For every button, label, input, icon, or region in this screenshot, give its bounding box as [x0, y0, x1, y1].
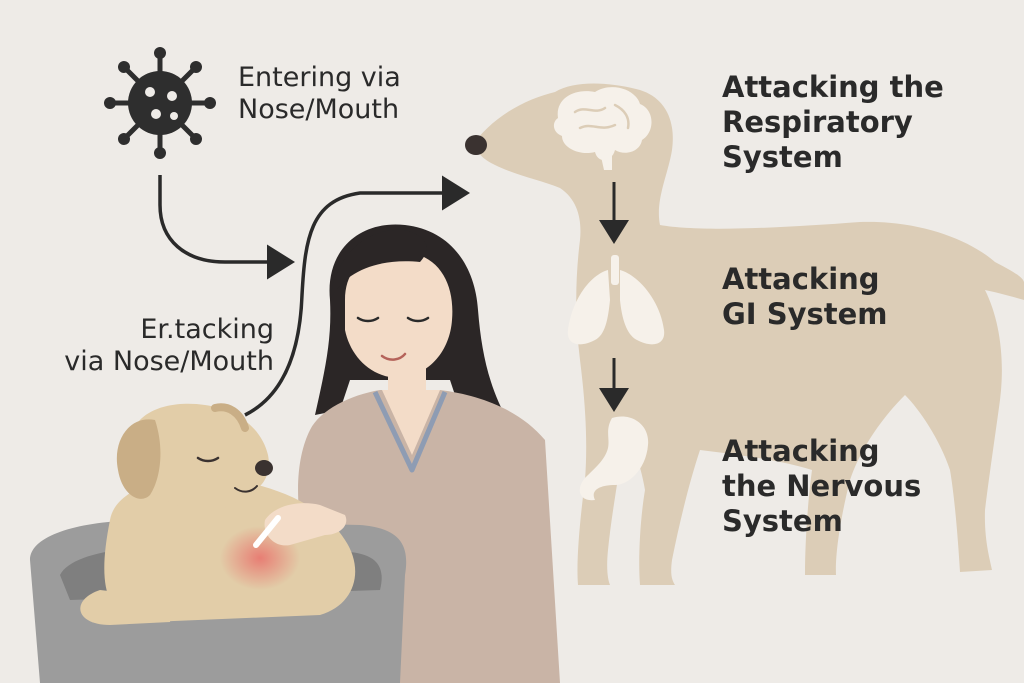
virus-icon — [104, 47, 216, 159]
stomach-icon — [579, 416, 649, 501]
label-line: Respiratory — [722, 104, 913, 139]
label-line: GI System — [722, 296, 888, 331]
label-line: System — [722, 139, 843, 174]
label-attacking-nervous-system: Attacking the Nervous System — [722, 434, 921, 538]
puppy-ear — [116, 419, 161, 499]
label-attacking-respiratory-system: Attacking the Respiratory System — [722, 70, 944, 174]
applicator-icon — [253, 515, 281, 548]
label-line: Er.tacking — [140, 314, 274, 345]
arrow-puppy-to-dog-nose — [244, 175, 470, 417]
label-line: the Nervous — [722, 468, 922, 503]
brain-icon — [553, 87, 652, 170]
arrow-virus-to-center — [158, 175, 295, 280]
label-line: via Nose/Mouth — [64, 346, 274, 378]
label-ertacking-via-nose-mouth: Er.tacking via Nose/Mouth — [42, 314, 274, 379]
woman-hand — [253, 503, 347, 548]
label-line: Entering via — [238, 62, 401, 93]
label-line: Nose/Mouth — [238, 94, 400, 126]
label-attacking-gi-system: Attacking GI System — [722, 262, 888, 332]
lungs-icon — [567, 255, 665, 345]
woman-face — [345, 251, 453, 378]
label-entering-via-nose-mouth: Entering via Nose/Mouth — [238, 62, 401, 127]
label-line: Attacking — [722, 262, 880, 296]
label-line: Attacking the — [722, 70, 944, 104]
label-line: System — [722, 503, 843, 538]
label-line: Attacking — [722, 434, 880, 468]
